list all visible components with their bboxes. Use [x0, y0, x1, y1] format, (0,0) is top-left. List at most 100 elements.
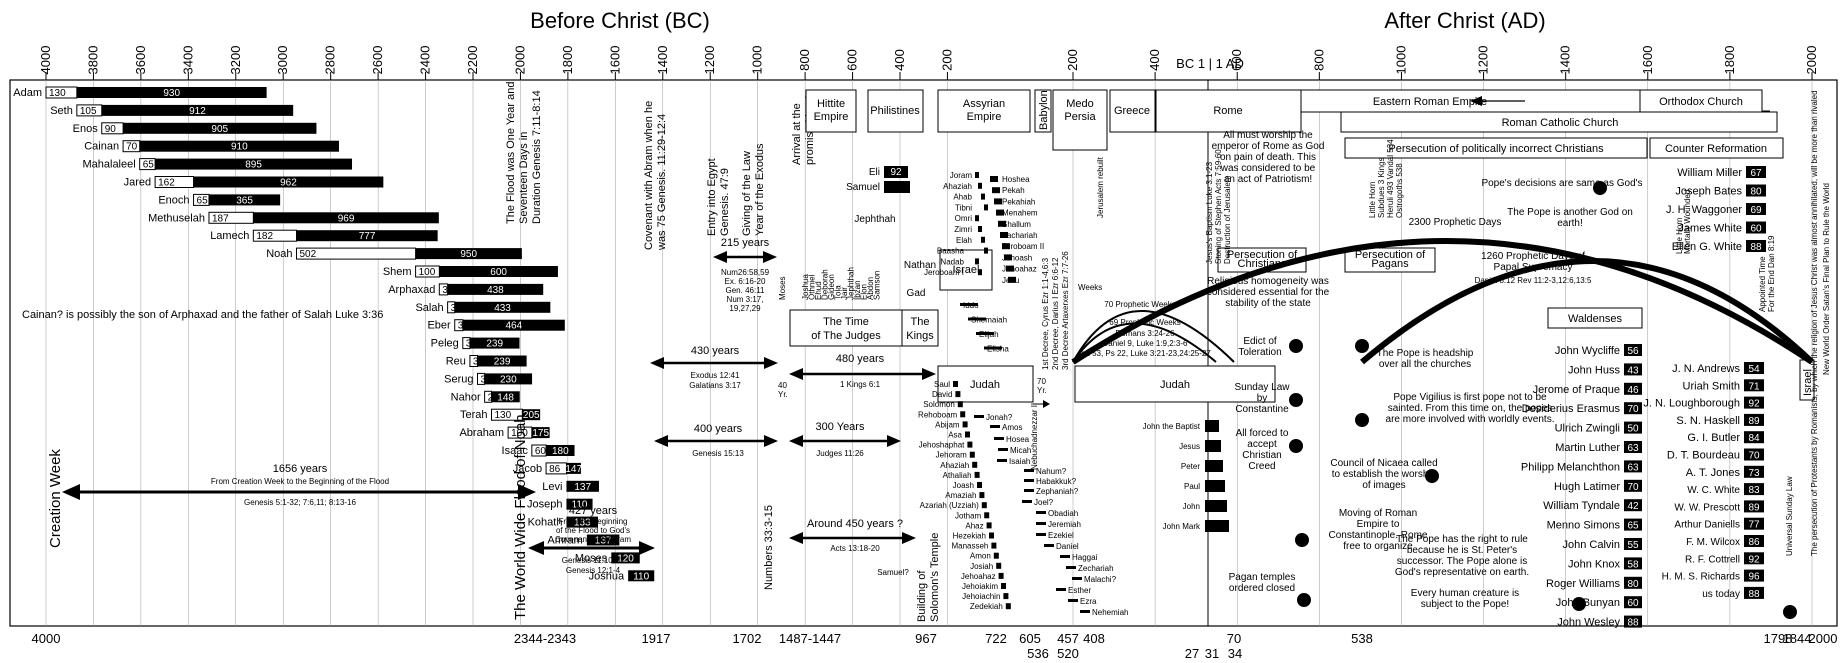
reign-mark: [989, 532, 994, 539]
adventist-name: Ellen G. White: [1672, 241, 1742, 253]
patriarch-begat-age: 130: [49, 88, 66, 99]
judah-prophet: Nehemiah: [1092, 608, 1128, 617]
church-note-line: Constantine: [1235, 404, 1289, 415]
prophet-mark: [974, 415, 984, 418]
israel-king-later: Shallum: [1002, 220, 1031, 229]
reformer-age: 56: [1627, 346, 1639, 357]
top-tick-label: 1400: [1558, 46, 1573, 75]
adventist-bar: [1744, 448, 1764, 461]
top-tick-label: 3600: [133, 46, 148, 75]
judah-king: Jehoiachin: [962, 592, 1000, 601]
church-note-line: The Pope is another God on: [1507, 207, 1633, 218]
judah-king: Amon: [970, 552, 991, 561]
little-horn-1: Little Horn: [1675, 218, 1684, 254]
israel-prophet: Iddo: [963, 301, 979, 310]
patriarch-life-bar: [611, 552, 640, 564]
reformer-name: John Calvin: [1563, 539, 1620, 551]
israel-king: Joram: [950, 171, 973, 180]
reformer-age: 63: [1627, 462, 1639, 473]
adventist-age: 70: [1748, 451, 1760, 462]
little-horn-subdues-3: Heruli 493 Vandal 534: [1386, 139, 1395, 218]
event-dot: [1355, 413, 1369, 427]
reformer-name: Martin Luther: [1555, 442, 1620, 454]
adventist-bar: [1746, 203, 1766, 215]
judah-king: Athaliah: [943, 471, 972, 480]
span-450-ref: Acts 13:18-20: [830, 544, 880, 553]
bottom-axis-label: 722: [985, 631, 1007, 646]
adventist-name: F. M. Wilcox: [1686, 537, 1740, 548]
adventist-name: Joseph Bates: [1675, 186, 1742, 198]
prophet-mark: [1056, 588, 1066, 591]
church-note-line: God's representative on earth.: [1395, 567, 1529, 578]
reformer-age: 58: [1627, 559, 1639, 570]
patriarch-life-bar: [484, 373, 533, 385]
adventist-name: Arthur Daniells: [1674, 520, 1740, 531]
judge-name: Jair: [840, 287, 849, 300]
reformer-age: 70: [1627, 404, 1639, 415]
greece-box: Greece: [1114, 105, 1150, 117]
reign-mark: [957, 401, 963, 408]
seventy-yr-1: 70: [1037, 377, 1046, 386]
patriarch-lifespan: 230: [500, 374, 517, 385]
span-450-title: Around 450 years ?: [807, 518, 903, 530]
patriarch-begat-age: 86: [549, 464, 561, 475]
little-horn-subdues-4: Ostrogoths 538: [1395, 163, 1404, 218]
event-dot: [1572, 597, 1586, 611]
event-dot: [1289, 439, 1303, 453]
church-note-line: considered essential for the: [1207, 287, 1330, 298]
nwo-vertical: New World Order Satan's Final Plan to Ru…: [1822, 183, 1831, 375]
medo-1: Medo: [1066, 98, 1094, 110]
reign-mark: [965, 431, 970, 438]
pers-pagans-2: Pagans: [1371, 258, 1409, 270]
adventist-age: 54: [1748, 364, 1760, 375]
church-note-line: over all the churches: [1379, 359, 1471, 370]
nt-bar: [1205, 480, 1225, 492]
church-note-line: accept: [1247, 439, 1277, 450]
church-note-line: free to organize: [1343, 541, 1413, 552]
judge-name: Othniel: [808, 274, 817, 300]
span-215-ref-4: Num 3:17,: [727, 295, 764, 304]
reign-mark: [967, 441, 973, 448]
patriarch-lifespan: 433: [494, 303, 511, 314]
top-tick-label: 1000: [1393, 46, 1408, 75]
top-tick-label: 2600: [370, 46, 385, 75]
church-note-line: Sunday Law: [1234, 382, 1290, 393]
patriarch-lifespan: 239: [494, 357, 511, 368]
church-note-line: Pagan temples: [1229, 572, 1296, 583]
patriarch-life-bar: [586, 534, 620, 546]
span-1656-sub: From Creation Week to the Beginning of t…: [211, 477, 389, 486]
reformer-bar: [1624, 382, 1642, 395]
patriarch-life-bar: [208, 194, 281, 206]
reformer-age: 88: [1627, 618, 1639, 629]
reformer-bar: [1624, 518, 1642, 531]
reign-mark: [981, 502, 987, 509]
adventist-age: 84: [1748, 433, 1760, 444]
israel-kings-later: HosheaPekahPekahiahMenahemShallumZachari…: [990, 175, 1044, 285]
patriarch-begat-age: 65: [143, 160, 155, 171]
patriarch-begat-age: 100: [511, 428, 528, 439]
span-427-sub-1: From the beginning: [559, 517, 628, 526]
numbers-vertical: Numbers 33:3-15: [763, 505, 775, 590]
adventist-age: 69: [1750, 205, 1762, 216]
patriarch-life-bar: [123, 122, 317, 134]
cainan-note: Cainan? is possibly the son of Arphaxad …: [22, 309, 383, 321]
patriarch-name: Amram: [547, 535, 582, 547]
adventist-name: J. N. Loughborough: [1643, 398, 1740, 410]
adventist-age: 67: [1750, 168, 1762, 179]
patriarch-begat-age: 187: [212, 213, 229, 224]
church-note-line: All must worship the: [1223, 130, 1313, 141]
patriarch-lifespan: 895: [245, 160, 262, 171]
church-note-line: are more involved with worldly events.: [1386, 414, 1555, 425]
church-note-line: Council of Nicaea called: [1330, 458, 1437, 469]
reign-mark: [979, 492, 985, 499]
reformer-bar: [1624, 596, 1642, 609]
adventist-name: Uriah Smith: [1683, 380, 1740, 392]
patriarch-lifespan: 110: [572, 500, 588, 511]
patriarch-life-bar: [439, 266, 558, 277]
reign-mark: [990, 176, 998, 182]
reformer-name: Philipp Melanchthon: [1521, 461, 1620, 473]
persecution-vertical: The persecution of Protestants by Romani…: [1810, 90, 1819, 556]
israel-king-later: Pekahiah: [1002, 197, 1035, 206]
